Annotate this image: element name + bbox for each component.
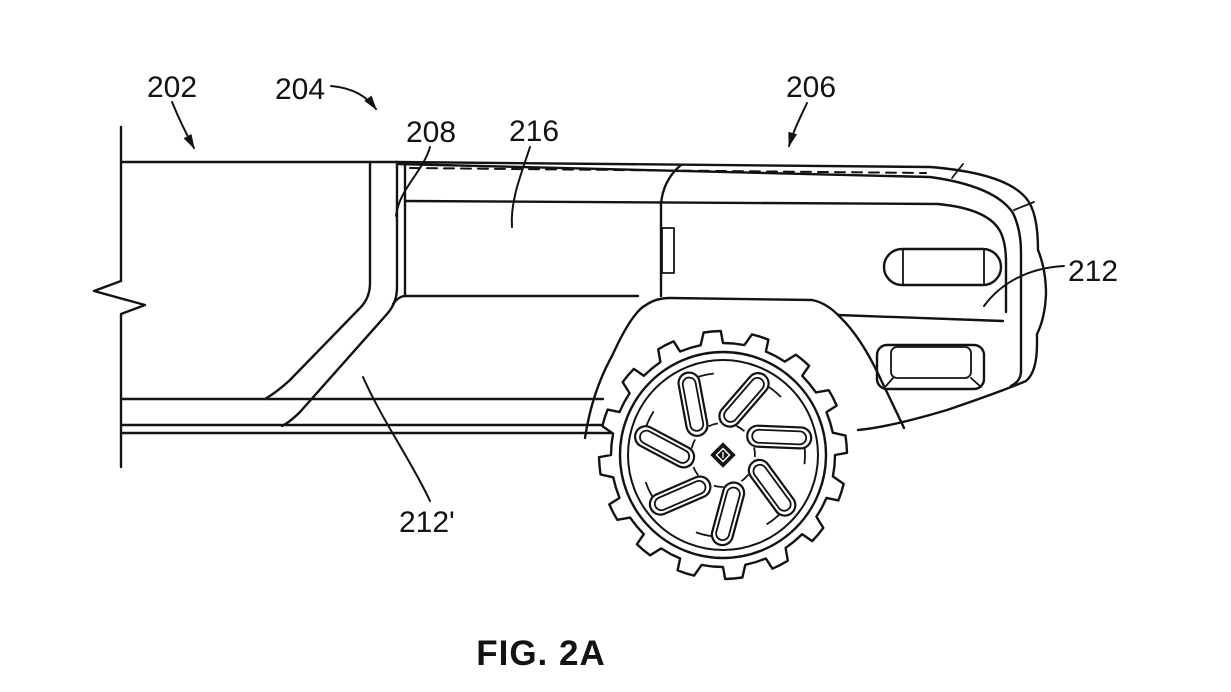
break-edge-line xyxy=(92,125,147,469)
bed-panel-crease-line xyxy=(391,294,640,306)
spoke-slot-inner xyxy=(751,428,808,446)
wheel-spoke-slot xyxy=(747,458,797,517)
spoke-slot-inner xyxy=(715,486,741,541)
ref-label-216: 216 xyxy=(509,115,559,148)
ref-label-208: 208 xyxy=(406,116,456,149)
wheel-spoke-slot xyxy=(746,424,813,450)
truck-body xyxy=(92,125,1048,469)
spoke-slot-outer xyxy=(677,371,709,437)
wheel-hub-logo-icon xyxy=(715,447,731,463)
label-206-arrow xyxy=(788,102,808,148)
bed-rail-outer-line xyxy=(395,160,1048,432)
wheel-spoke-slot xyxy=(718,372,770,428)
hub-web-arc xyxy=(740,474,750,482)
rear-step-inner xyxy=(890,346,972,379)
bed-vertical-seam-line xyxy=(659,163,683,298)
label-204-arrow xyxy=(330,85,377,111)
rear-wheel xyxy=(597,329,849,581)
spoke-slot-inner xyxy=(639,429,691,464)
bed-inner-top-line xyxy=(403,199,1008,314)
ref-label-202: 202 xyxy=(147,71,197,104)
ref-label-212: 212 xyxy=(1068,255,1118,288)
label-212-leader xyxy=(983,265,1065,307)
corner-seam-line xyxy=(1013,201,1035,211)
ref-label-206: 206 xyxy=(786,71,836,104)
cab-pillar-front-line xyxy=(263,160,372,401)
hub-web-arc xyxy=(692,466,699,476)
cab-pillar-rear-line xyxy=(280,160,399,428)
hub-web-arc xyxy=(713,484,724,488)
ref-label-204: 204 xyxy=(275,73,325,106)
taillight-pill xyxy=(882,247,1003,287)
ref-label-212-prime: 212' xyxy=(399,506,455,539)
rear-step-outer xyxy=(875,343,986,391)
bed-tiedown-rect xyxy=(661,227,675,274)
spoke-slot-inner xyxy=(752,463,792,512)
fender-flare-line xyxy=(583,296,906,440)
reference-annotations: 202 204 208 216 206 212 212' xyxy=(147,71,1118,539)
spoke-slot-outer xyxy=(747,458,797,517)
spoke-slot-inner xyxy=(681,376,705,432)
figure-caption: FIG. 2A xyxy=(476,634,606,673)
rear-step-bevel-line xyxy=(970,377,982,388)
hub-web-arc xyxy=(736,425,746,432)
spoke-slot-inner xyxy=(723,376,765,423)
spoke-slot-outer xyxy=(718,372,770,428)
hub-web-arc xyxy=(690,438,696,449)
wheel-spoke-slot xyxy=(710,481,746,547)
label-202-arrow xyxy=(171,101,195,150)
spoke-slot-outer xyxy=(746,424,813,450)
corner-seam-line xyxy=(951,163,964,179)
hub-web-arc xyxy=(708,422,718,428)
spoke-slot-outer xyxy=(648,475,712,516)
label-212-prime-leader xyxy=(362,376,431,502)
spoke-slot-outer xyxy=(633,425,696,469)
bed-rail-dashed-line xyxy=(409,167,927,174)
wheel-spoke-slot xyxy=(677,371,709,437)
spoke-slot-inner xyxy=(653,480,707,512)
wheel-spoke-slot xyxy=(648,475,712,516)
rear-quarter-crease-line xyxy=(836,313,1005,323)
label-216-leader xyxy=(510,146,531,228)
hub-web-arc xyxy=(753,447,756,457)
rim-inner-circle xyxy=(627,359,819,551)
bed-rail-mid-line xyxy=(395,162,1023,388)
rear-step-bevel-line xyxy=(885,377,894,387)
spoke-slot-outer xyxy=(710,481,746,547)
wheel-spoke-slot xyxy=(633,425,696,469)
label-208-leader xyxy=(395,146,431,217)
